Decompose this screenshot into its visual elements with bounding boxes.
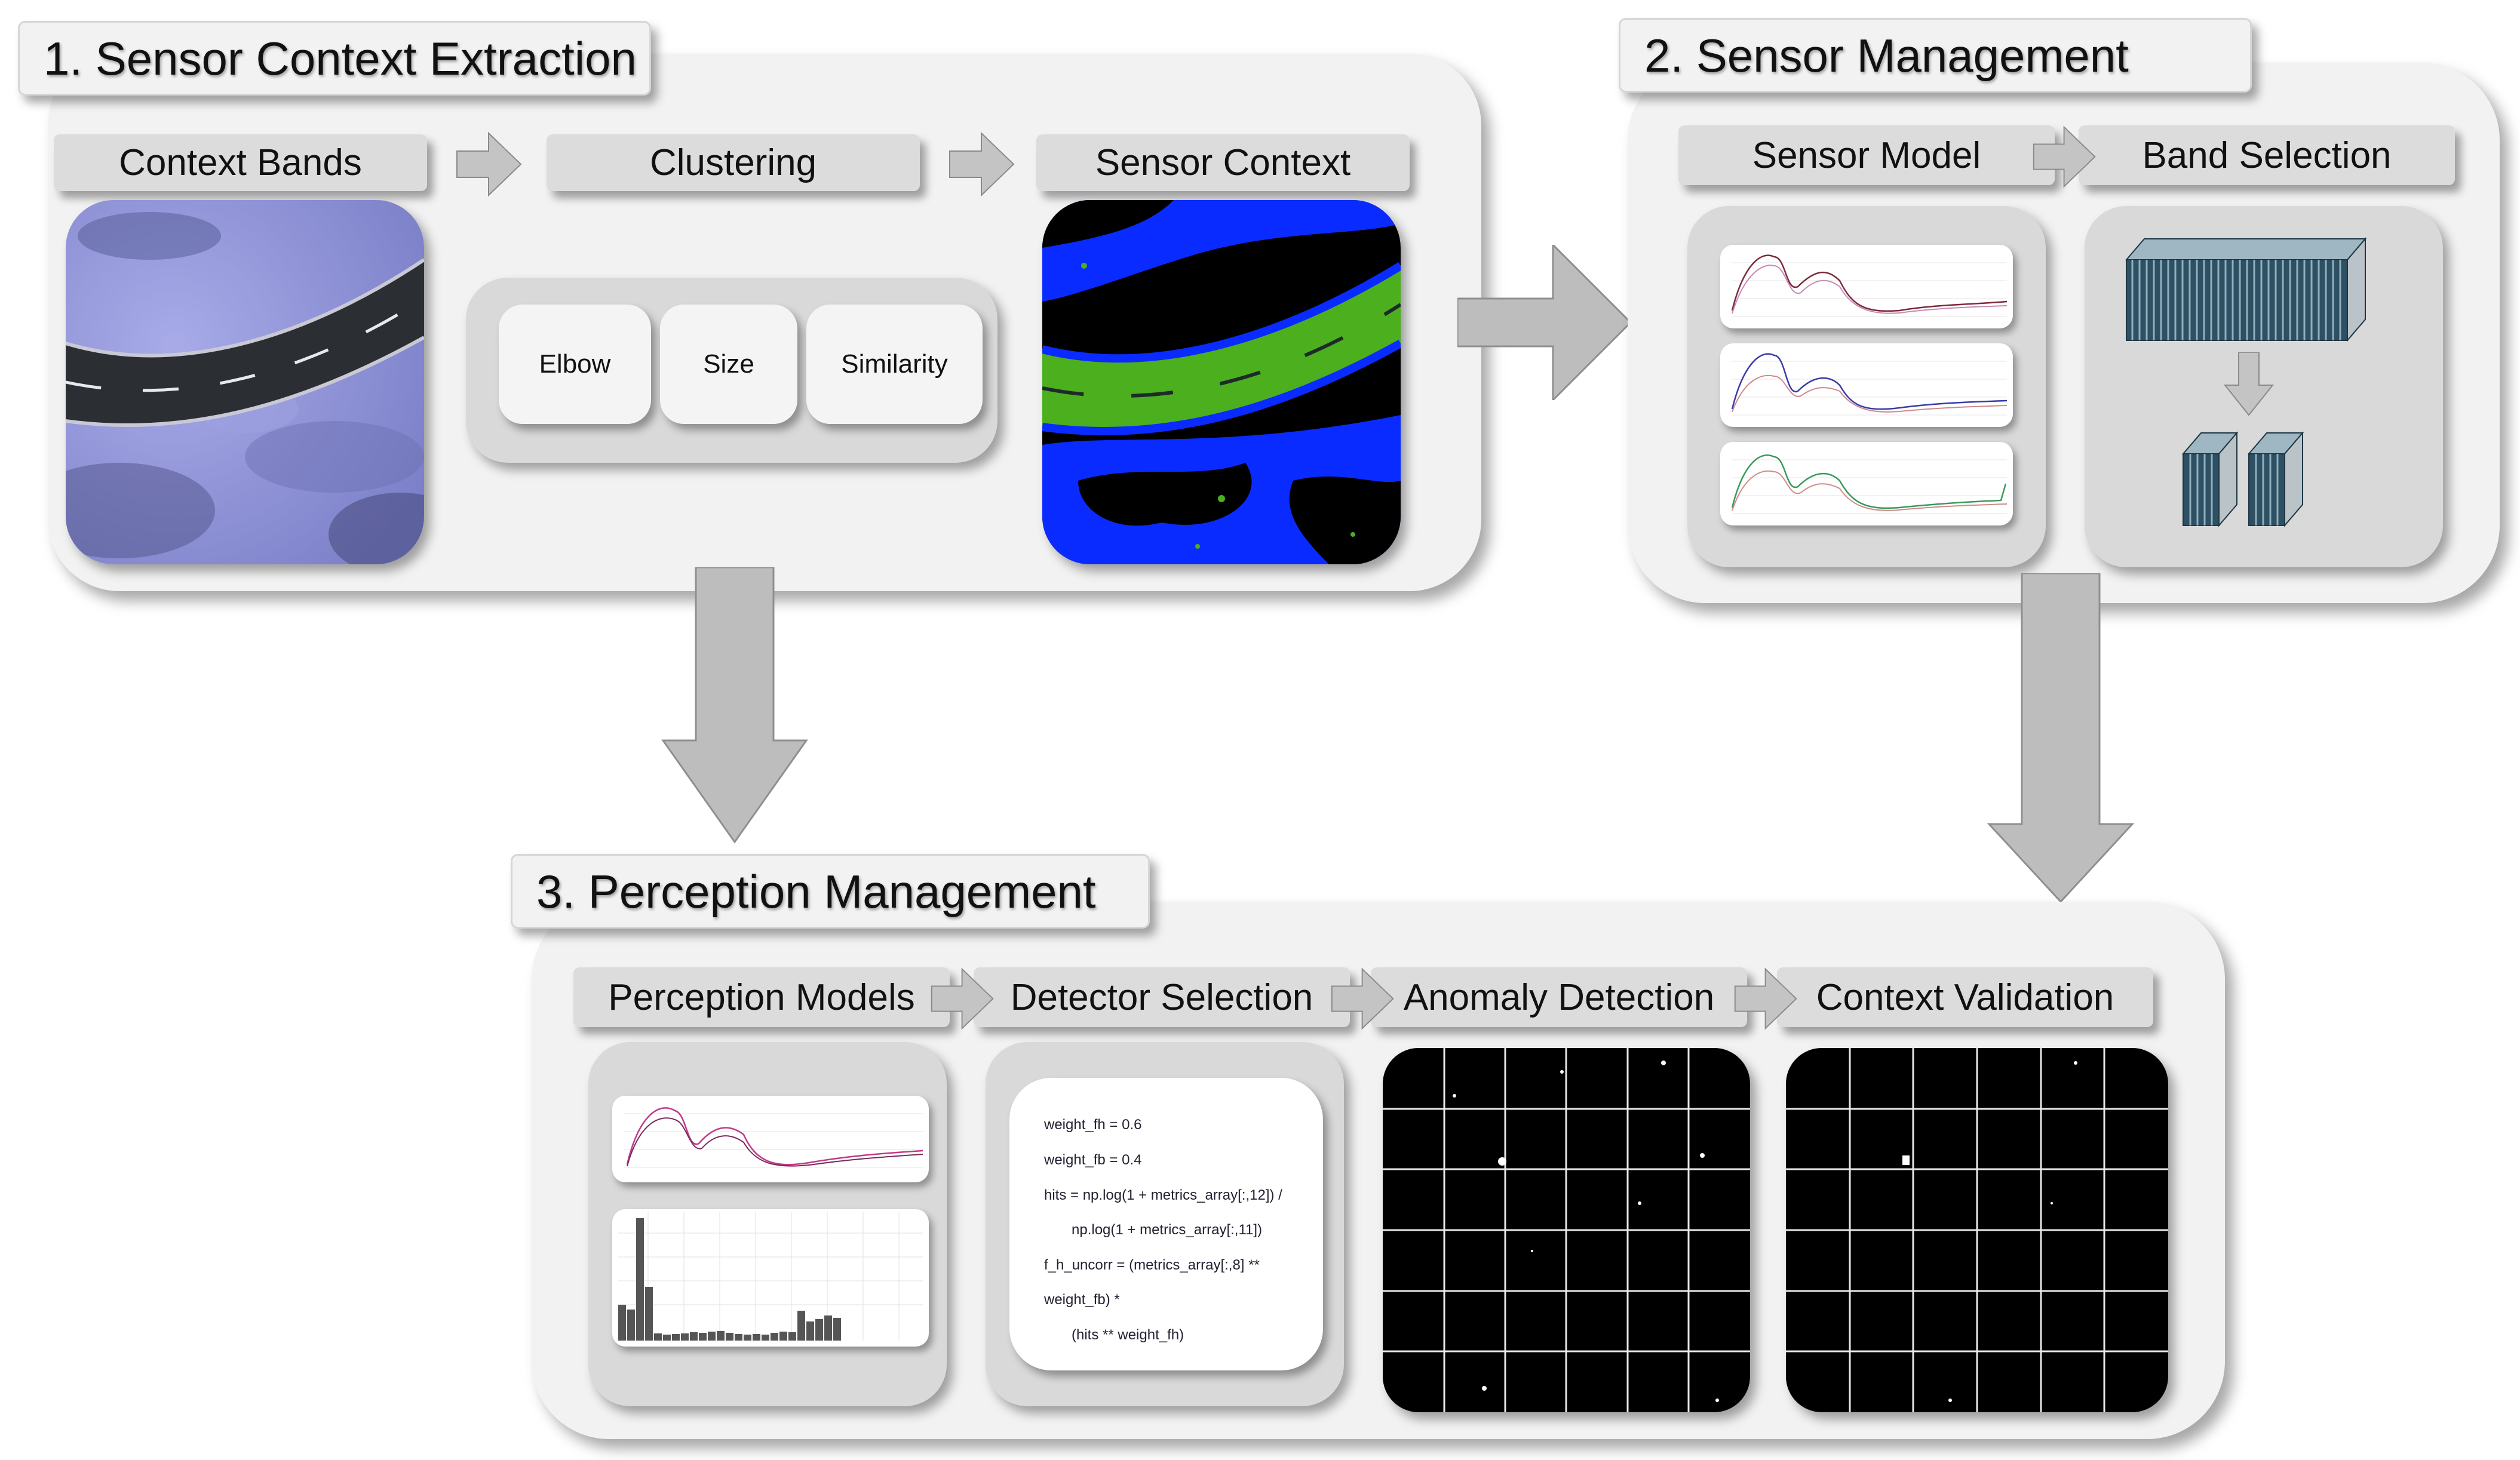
arrow-right-icon <box>931 967 994 1030</box>
detector-code-snippet: weight_fh = 0.6 weight_fb = 0.4 hits = n… <box>1009 1078 1323 1370</box>
selected-bands-icon <box>2181 431 2304 527</box>
label-anomaly-detection: Anomaly Detection <box>1371 967 1747 1027</box>
spectral-chart-2 <box>1720 343 2013 427</box>
code-line: weight_fh = 0.6 <box>1044 1117 1142 1133</box>
label-band-selection: Band Selection <box>2079 125 2455 185</box>
section-title-sensor-management: 2. Sensor Management <box>1619 18 2252 93</box>
arrow-down-icon <box>661 567 808 844</box>
label-sensor-model: Sensor Model <box>1678 125 2055 185</box>
label-perception-models: Perception Models <box>573 967 950 1027</box>
arrow-down-icon <box>1987 573 2135 903</box>
arrow-right-icon <box>2033 125 2096 188</box>
method-elbow: Elbow <box>499 305 651 424</box>
hyperspectral-cube-icon <box>2125 237 2367 342</box>
label-clustering: Clustering <box>547 134 920 191</box>
label-detector-selection: Detector Selection <box>974 967 1350 1027</box>
code-line: np.log(1 + metrics_array[:,11]) <box>1072 1222 1263 1238</box>
code-line: f_h_uncorr = (metrics_array[:,8] ** <box>1044 1257 1260 1273</box>
context-bands-image <box>66 200 424 564</box>
arrow-right-icon <box>1734 967 1797 1030</box>
spectral-chart-1 <box>1720 245 2013 328</box>
perception-spectral-chart <box>612 1096 929 1182</box>
section-title-sensor-context-extraction: 1. Sensor Context Extraction <box>18 21 651 96</box>
context-validation-map <box>1786 1048 2168 1412</box>
arrow-right-icon <box>1331 967 1394 1030</box>
spectral-chart-3 <box>1720 442 2013 525</box>
code-line: (hits ** weight_fh) <box>1072 1327 1184 1343</box>
label-context-validation: Context Validation <box>1777 967 2153 1027</box>
arrow-down-icon <box>2223 352 2275 416</box>
arrow-right-icon <box>949 131 1015 197</box>
code-line: weight_fb) * <box>1044 1292 1120 1308</box>
code-line: hits = np.log(1 + metrics_array[:,12]) / <box>1044 1187 1282 1203</box>
arrow-right-icon <box>1457 245 1632 400</box>
method-size: Size <box>660 305 797 424</box>
method-similarity: Similarity <box>806 305 983 424</box>
sensor-context-image <box>1042 200 1401 564</box>
label-context-bands: Context Bands <box>54 134 427 191</box>
anomaly-detection-map <box>1383 1048 1750 1412</box>
perception-bar-chart <box>612 1209 929 1347</box>
arrow-right-icon <box>456 131 522 197</box>
label-sensor-context: Sensor Context <box>1036 134 1410 191</box>
section-title-perception-management: 3. Perception Management <box>511 854 1150 929</box>
code-line: weight_fb = 0.4 <box>1044 1152 1142 1168</box>
